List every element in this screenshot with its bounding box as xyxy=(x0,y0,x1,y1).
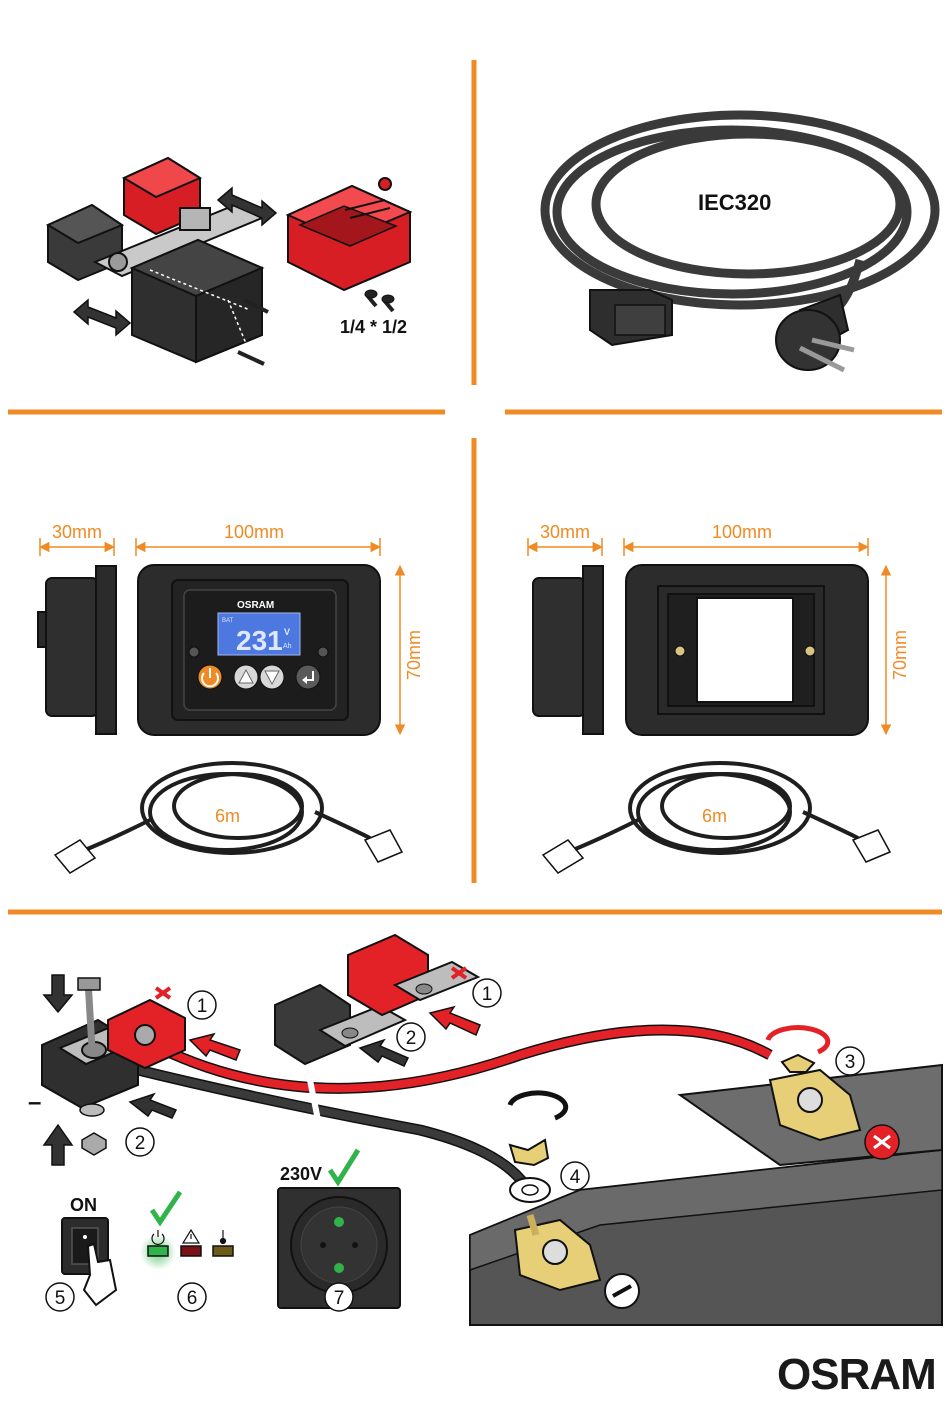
cable-length-label-2: 6m xyxy=(702,806,727,826)
mounting-frame-panel: 30mm 100mm 70mm 6m xyxy=(528,522,910,873)
width-dimension: 100mm xyxy=(224,522,284,542)
frame-front-view xyxy=(626,565,868,735)
down-arrow-icon[interactable] xyxy=(260,665,284,689)
footer-brand-logo: OSRAM xyxy=(777,1350,936,1400)
step-3-label: 3 xyxy=(845,1052,856,1073)
cable-type-label: IEC320 xyxy=(698,190,771,215)
coiled-power-cable xyxy=(545,115,935,318)
minus-sign-1: – xyxy=(28,1089,41,1116)
lcd-unit-ah: Ah xyxy=(283,643,292,650)
warning-small-icon xyxy=(183,1230,199,1243)
switch-on-label: ON xyxy=(70,1195,97,1215)
monitor-panel: 30mm 100mm 70mm OSRAM BAT 231 V Ah xyxy=(38,522,424,873)
frame-side-view xyxy=(533,566,603,734)
step-5-label: 5 xyxy=(55,1288,66,1309)
check-mark-icon-2 xyxy=(330,1150,358,1182)
thermometer-small-icon xyxy=(221,1230,226,1244)
warning-led xyxy=(181,1246,201,1256)
cable-length-label: 6m xyxy=(215,806,240,826)
iec-connector-icon xyxy=(590,290,672,345)
step-4-label: 4 xyxy=(570,1167,581,1188)
positive-symbol-icon xyxy=(865,1125,899,1159)
power-led xyxy=(148,1246,168,1256)
lcd-badge: BAT xyxy=(222,618,234,624)
up-arrow-icon[interactable] xyxy=(234,665,258,689)
width-dimension-2: 100mm xyxy=(712,522,772,542)
voltage-label: 230V xyxy=(280,1164,322,1184)
temperature-led xyxy=(213,1246,233,1256)
screw-left xyxy=(189,647,199,657)
installation-panel: – – xyxy=(28,935,942,1325)
step-1b-label: 1 xyxy=(482,984,493,1005)
red-housing-open xyxy=(288,178,410,290)
lcd-unit-volt: V xyxy=(284,627,290,637)
device-brand: OSRAM xyxy=(237,600,274,611)
depth-dimension-2: 30mm xyxy=(540,522,590,542)
step-6-label: 6 xyxy=(187,1288,198,1309)
lcd-value: 231 xyxy=(236,625,283,656)
enter-icon[interactable] xyxy=(296,665,320,689)
step-1a-label: 1 xyxy=(197,996,208,1017)
depth-dimension: 30mm xyxy=(52,522,102,542)
negative-symbol-icon xyxy=(605,1274,639,1308)
power-icon[interactable] xyxy=(198,665,222,689)
rj-plug-right-icon xyxy=(365,830,402,862)
monitor-front-view: OSRAM BAT 231 V Ah xyxy=(138,565,380,735)
check-mark-icon xyxy=(152,1192,180,1222)
screw-size-label: 1/4 * 1/2 xyxy=(340,317,407,337)
height-dimension-2: 70mm xyxy=(890,630,910,680)
step-7-label: 7 xyxy=(334,1288,345,1309)
power-cable-panel: IEC320 xyxy=(545,115,935,370)
step-2b-label: 2 xyxy=(406,1028,417,1049)
rj-plug-left-icon xyxy=(55,840,95,873)
screw-right xyxy=(318,647,328,657)
monitor-side-view xyxy=(38,566,116,734)
rj-plug-left-icon-2 xyxy=(543,840,583,873)
shunt-housing-panel: 1/4 * 1/2 xyxy=(48,158,410,364)
height-dimension: 70mm xyxy=(404,630,424,680)
rj-plug-right-icon-2 xyxy=(853,830,890,862)
step-2a-label: 2 xyxy=(135,1133,146,1154)
